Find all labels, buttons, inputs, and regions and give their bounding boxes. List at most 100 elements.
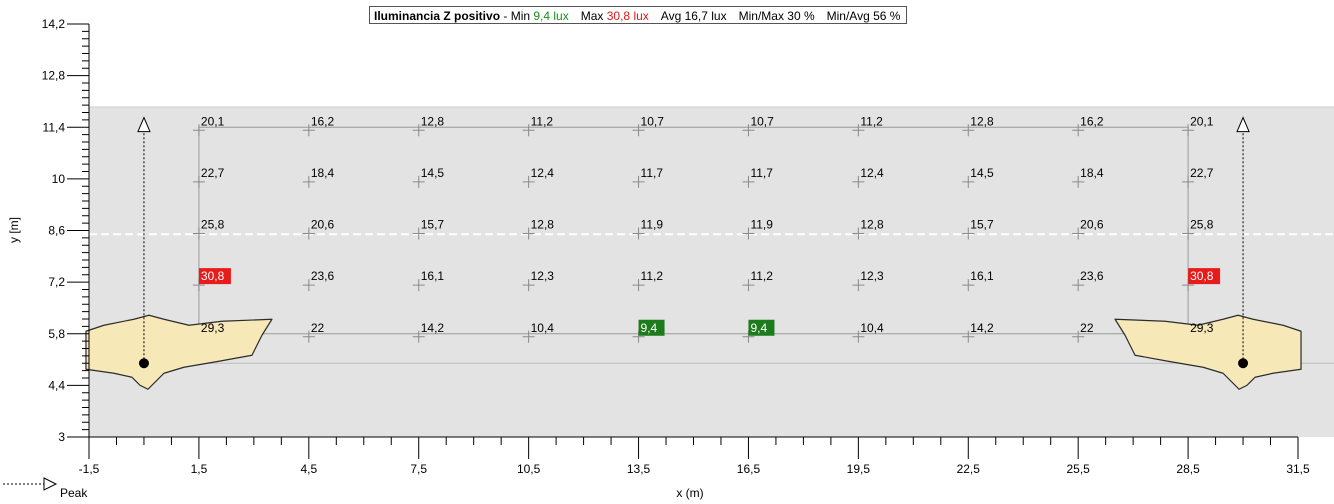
value-label: 15,7 [421,218,445,232]
luminaire [85,116,273,390]
value-label: 12,8 [421,114,445,128]
max-value-label: 30,8 [1190,269,1214,283]
title-min-prefix: - Min [500,9,534,23]
value-label: 20,6 [311,218,335,232]
peak-legend-label: Peak [60,486,88,500]
value-label: 25,8 [1190,218,1214,232]
value-label: 10,7 [750,114,774,128]
aiming-arrow-icon [1236,116,1250,133]
luminaire-position [1238,358,1249,369]
title-max-prefix: Max [580,9,607,23]
value-label: 12,4 [531,166,555,180]
y-tick-label: 10 [52,172,66,186]
x-tick-label: 31,5 [1286,462,1310,476]
x-tick-label: 10,5 [517,462,541,476]
value-label: 10,7 [641,114,665,128]
value-label: 12,4 [860,166,884,180]
title-minavg: Min/Avg 56 % [826,9,901,23]
value-label: 11,9 [641,218,664,232]
title-label: Iluminancia Z positivo [374,9,501,23]
max-highlight-box [1188,268,1221,285]
value-label: 11,2 [531,114,554,128]
value-label: 20,1 [201,114,225,128]
value-label: 11,7 [750,166,773,180]
max-value-label: 30,8 [201,269,225,283]
value-label: 14,2 [970,321,994,335]
value-label: 10,4 [860,321,884,335]
y-tick-label: 7,2 [48,275,65,289]
y-tick-label: 8,6 [48,224,65,238]
y-tick-label: 4,4 [48,378,65,392]
value-label: 16,1 [970,269,994,283]
value-label: 16,2 [311,114,335,128]
value-label: 11,2 [641,269,664,283]
min-value-label: 9,4 [750,321,767,335]
min-highlight-box [638,319,665,336]
value-label: 14,5 [421,166,445,180]
value-label: 22 [311,321,325,335]
x-tick-label: 25,5 [1067,462,1091,476]
value-label: 25,8 [201,218,225,232]
x-tick-label: 4,5 [300,462,317,476]
value-label: 14,2 [421,321,445,335]
value-label: 12,8 [970,114,994,128]
x-tick-label: 28,5 [1176,462,1200,476]
y-axis-title: y [m] [7,217,21,243]
peak-arrow-icon [43,477,58,491]
value-labels: 20,1 16,2 12,8 11,2 10,7 10,7 11,2 12,8 16,2 20,1… [198,114,1221,336]
value-label: 15,7 [970,218,994,232]
value-label: 12,8 [531,218,555,232]
x-tick-label: 13,5 [627,462,651,476]
aiming-arrow-icon [137,116,151,133]
light-distribution-shape [1114,314,1302,390]
x-tick-label: 19,5 [847,462,871,476]
value-label: 20,1 [1190,114,1214,128]
luminaires [85,116,1302,390]
luminaire-position [138,358,149,369]
value-label: 16,2 [1080,114,1104,128]
value-label: 22,7 [201,166,225,180]
value-label: 11,2 [750,269,773,283]
value-label: 23,6 [311,269,335,283]
road-area [89,106,1334,437]
title-avg: Avg 16,7 lux [660,9,727,23]
title-min-value: 9,4 lux [533,9,569,23]
max-highlight-box [198,268,231,285]
x-tick-label: 1,5 [191,462,208,476]
title-minmax: Min/Max 30 % [738,9,815,23]
value-label: 29,3 [1190,321,1214,335]
luminaire [1114,116,1302,390]
value-label: 18,4 [311,166,335,180]
light-distribution-shape [85,314,273,390]
y-tick-label: 5,8 [48,327,65,341]
value-label: 22,7 [1190,166,1214,180]
y-tick-label: 3 [58,430,65,444]
value-label: 12,3 [860,269,884,283]
peak-legend: Peak [3,477,88,500]
plot-background [89,106,1334,437]
value-label: 23,6 [1080,269,1104,283]
y-tick-label: 11,4 [43,120,66,134]
value-label: 12,3 [531,269,555,283]
axes: 3 4,4 5,8 7,2 8,6 10 11,4 12,8 14,2 -1,5 1,5 4,5 7,5… [3,17,1310,500]
x-tick-label: 16,5 [737,462,761,476]
value-label: 29,3 [201,321,225,335]
value-label: 22 [1080,321,1094,335]
title-max-value: 30,8 lux [606,9,649,23]
y-tick-label: 12,8 [42,69,66,83]
value-label: 11,9 [750,218,773,232]
value-label: 10,4 [531,321,555,335]
x-tick-label: -1,5 [79,462,100,476]
x-axis-title: x (m) [676,486,703,500]
min-value-label: 9,4 [641,321,658,335]
value-label: 14,5 [970,166,994,180]
y-tick-label: 14,2 [42,17,66,31]
x-tick-label: 22,5 [957,462,981,476]
value-label: 12,8 [860,218,884,232]
value-label: 18,4 [1080,166,1104,180]
min-highlight-box [748,319,775,336]
value-label: 16,1 [421,269,445,283]
x-tick-label: 7,5 [410,462,427,476]
